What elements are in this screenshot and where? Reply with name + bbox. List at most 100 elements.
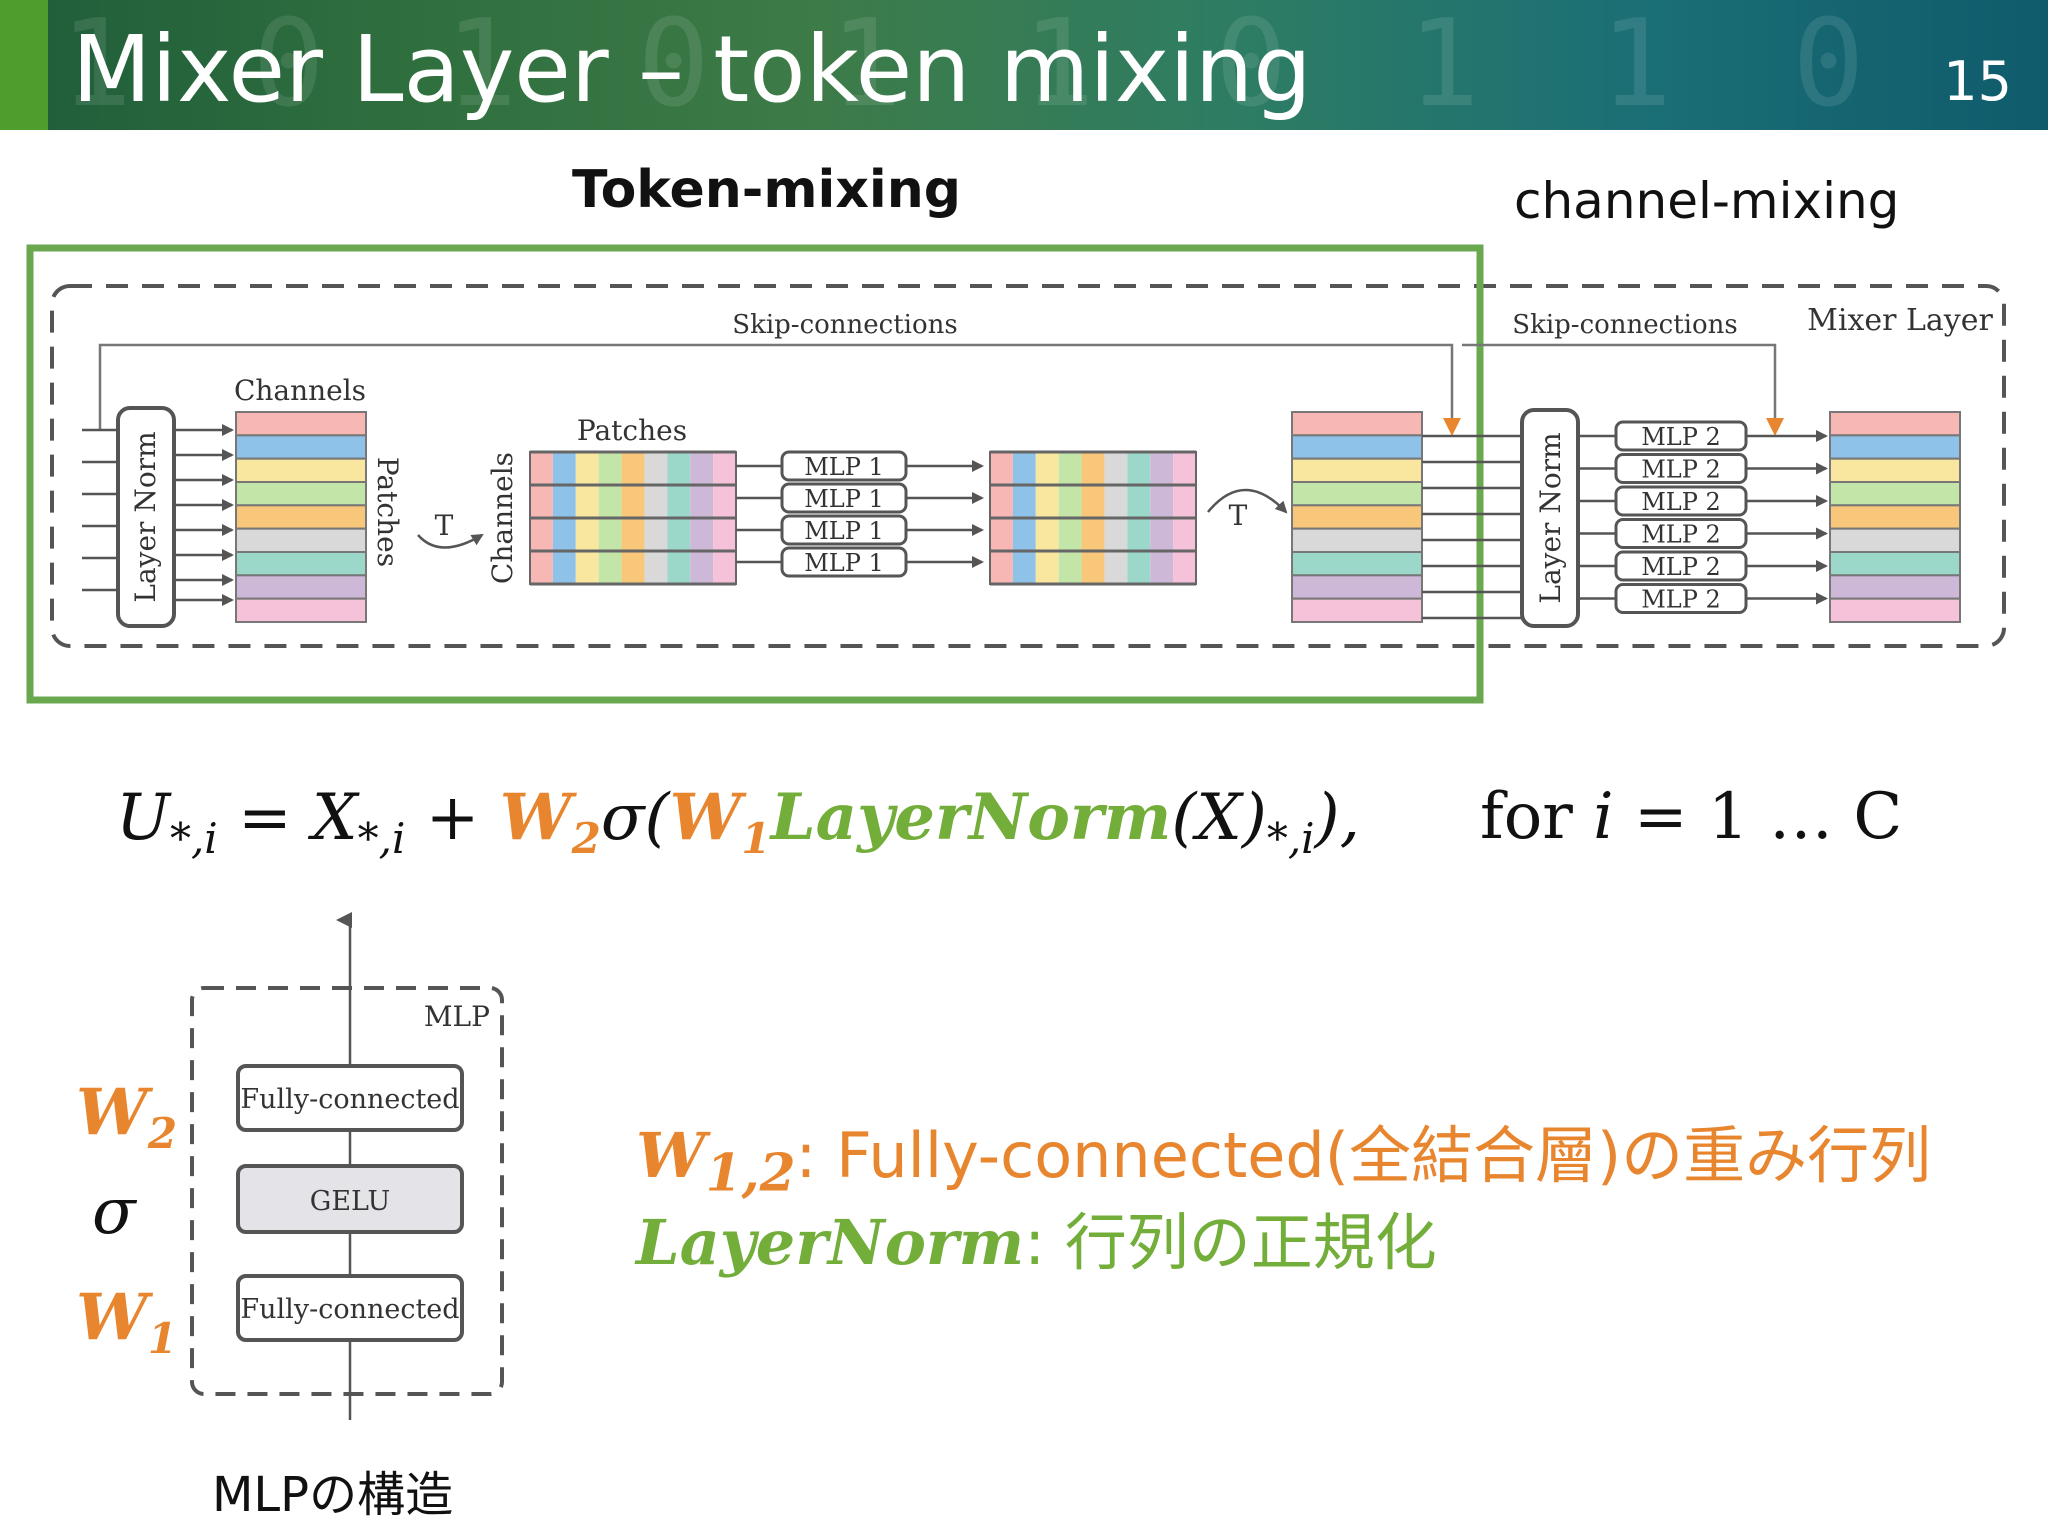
sigma-side-label: σ	[92, 1175, 136, 1249]
description-w-text: : Fully-connected(全結合層)の重み行列	[795, 1119, 1932, 1192]
table-row	[235, 434, 367, 460]
skip-connections-label-1: Skip-connections	[732, 310, 957, 340]
mixer-layer-dashed-box	[50, 284, 2006, 648]
table-row	[1291, 504, 1423, 530]
table-row	[1829, 481, 1961, 507]
table-row	[235, 551, 367, 577]
table-row	[1291, 434, 1423, 460]
w1-side-sub: 1	[147, 1313, 178, 1363]
mixer-layer-diagram: Skip-connections Skip-connections Mixer …	[26, 244, 2006, 704]
table-row	[1829, 527, 1961, 554]
table-row	[235, 411, 367, 437]
layer-norm-block-2	[1520, 408, 1580, 628]
formula-close: ),	[1314, 781, 1360, 855]
transpose-label-1: T	[435, 509, 454, 542]
mlp1-label: MLP 1	[804, 453, 884, 481]
table-row	[1291, 411, 1423, 437]
transpose-arrow-1	[417, 533, 484, 549]
gelu-label: GELU	[310, 1186, 391, 1217]
table-row	[235, 574, 367, 600]
description-layernorm-text: : 行列の正規化	[1024, 1206, 1437, 1279]
transpose-arrow-2	[1207, 488, 1288, 514]
formula-arg: (X)	[1171, 781, 1267, 855]
description-layernorm: LayerNorm: 行列の正規化	[636, 1192, 1437, 1282]
description-layernorm-symbol: LayerNorm	[636, 1206, 1025, 1279]
input-lines	[82, 428, 118, 592]
mlp2-label: MLP 2	[1641, 423, 1721, 451]
channel-mixed-output-table	[1829, 411, 1961, 624]
formula-for: for	[1480, 780, 1573, 854]
formula-w1-sub: 1	[741, 813, 771, 863]
formula-u-sub: *,i	[169, 813, 218, 863]
formula-x: X	[312, 781, 358, 855]
layer-norm-1-output-arrows	[174, 424, 234, 606]
token-mixing-formula: U*,i = X*,i + W2σ(W1LayerNorm(X)*,i),	[116, 780, 1360, 863]
formula-layernorm: LayerNorm	[770, 780, 1172, 855]
mlp-structure-diagram: MLP Fully-connected GELU Fully-connected	[190, 912, 504, 1420]
mlp-box-title: MLP	[424, 1000, 490, 1033]
skip-connection-1-line	[98, 343, 1461, 436]
token-mixing-highlight-box	[26, 244, 1484, 704]
w1-side-symbol: W	[76, 1280, 148, 1355]
mlp1-label: MLP 1	[804, 485, 884, 513]
table-border	[989, 451, 1197, 585]
w2-side-sub: 2	[147, 1108, 178, 1158]
fully-connected-bottom-block	[236, 1274, 464, 1342]
layer-norm-label-2: Layer Norm	[1534, 432, 1567, 603]
page-number: 15	[1943, 50, 2012, 113]
layer-norm-2-input-lines	[1422, 434, 1522, 620]
table-row	[1291, 551, 1423, 577]
fully-connected-top-label: Fully-connected	[240, 1084, 459, 1115]
w2-side-symbol: W	[76, 1075, 148, 1150]
mlp-dashed-box	[190, 986, 504, 1396]
formula-range: = 1 … C	[1633, 780, 1903, 854]
mlp2-label: MLP 2	[1641, 456, 1721, 484]
w1-side-label: W1	[76, 1280, 177, 1363]
description-w-sub: 1,2	[705, 1142, 796, 1204]
table-row	[1829, 551, 1961, 577]
header-accent	[0, 0, 48, 130]
table-row	[235, 481, 367, 507]
w2-side-label: W2	[76, 1075, 177, 1158]
formula-u: U	[116, 781, 170, 855]
mixer-layer-label: Mixer Layer	[1807, 303, 1993, 338]
channels-by-patches-table	[235, 411, 367, 624]
table-row	[1829, 411, 1961, 437]
formula-x-sub: *,i	[357, 813, 406, 863]
description-w-symbol: W	[636, 1119, 706, 1192]
skip-connections-label-2: Skip-connections	[1512, 310, 1737, 340]
mlp-structure-caption: MLPの構造	[212, 1467, 454, 1523]
transpose-label-2: T	[1229, 499, 1248, 532]
mlp2-label: MLP 2	[1641, 488, 1721, 516]
fully-connected-bottom-label: Fully-connected	[240, 1294, 459, 1325]
transposed-output-table	[1291, 411, 1423, 624]
token-mixing-label: Token-mixing	[572, 160, 961, 220]
skip-connection-2-line	[1462, 343, 1784, 436]
table-row	[1291, 574, 1423, 600]
channels-label: Channels	[234, 374, 366, 407]
layer-norm-block-1	[116, 406, 176, 628]
formula-i: i	[1593, 780, 1614, 854]
table-row	[1829, 457, 1961, 483]
table-row	[1291, 481, 1423, 507]
formula-sigma: σ(	[600, 781, 670, 855]
formula-w2: W	[499, 780, 572, 855]
formula-arg-sub: *,i	[1266, 813, 1315, 863]
slide-title: Mixer Layer – token mixing	[72, 16, 1312, 123]
patches-by-channels-table	[529, 450, 737, 586]
mlp2-label: MLP 2	[1641, 586, 1721, 614]
mlp2-label: MLP 2	[1641, 553, 1721, 581]
patches-side-label: Patches	[371, 457, 404, 567]
description-weights: W1,2: Fully-connected(全結合層)の重み行列	[636, 1105, 1931, 1203]
table-row	[1829, 434, 1961, 460]
formula-plus: +	[425, 781, 480, 855]
table-row	[1291, 597, 1423, 624]
slide-header: 1 0 1 0 1 1 0 1 1 0 Mixer Layer – token …	[0, 0, 2048, 130]
table-row	[1829, 597, 1961, 624]
formula-condition: for i = 1 … C	[1480, 780, 1902, 854]
table-row	[1829, 574, 1961, 600]
formula-w1: W	[669, 780, 742, 855]
table-row	[235, 504, 367, 530]
mlp1-label: MLP 1	[804, 517, 884, 545]
